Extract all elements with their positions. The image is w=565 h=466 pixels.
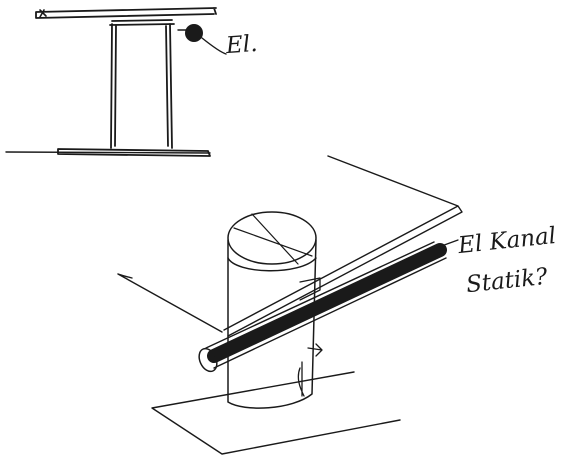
perspective-arrow <box>307 343 323 357</box>
note-electric: El. <box>225 30 259 60</box>
elevation-tabletop-corner-mark <box>39 9 47 18</box>
perspective-column-top <box>227 211 317 265</box>
cable-channel-end <box>198 347 218 373</box>
perspective-tabletop <box>117 155 463 337</box>
perspective-sketch <box>117 155 463 455</box>
perspective-column-ring <box>227 257 317 272</box>
cable-channel-highlight <box>205 241 447 369</box>
elevation-column <box>110 23 173 149</box>
elevation-connector <box>109 19 175 26</box>
channel-leader <box>435 239 459 249</box>
elevation-base-plate <box>57 148 211 157</box>
cable-channel-body <box>207 243 447 363</box>
elevation-floor-line <box>5 151 211 154</box>
perspective-bracket <box>297 277 321 397</box>
perspective-column-cross <box>233 213 313 265</box>
perspective-floor-plate <box>151 371 401 455</box>
perspective-column-body <box>227 239 317 409</box>
elevation-socket-leader <box>177 29 227 55</box>
side-elevation-sketch <box>5 7 227 157</box>
elevation-tabletop <box>35 7 217 19</box>
elevation-electric-socket <box>185 24 203 42</box>
